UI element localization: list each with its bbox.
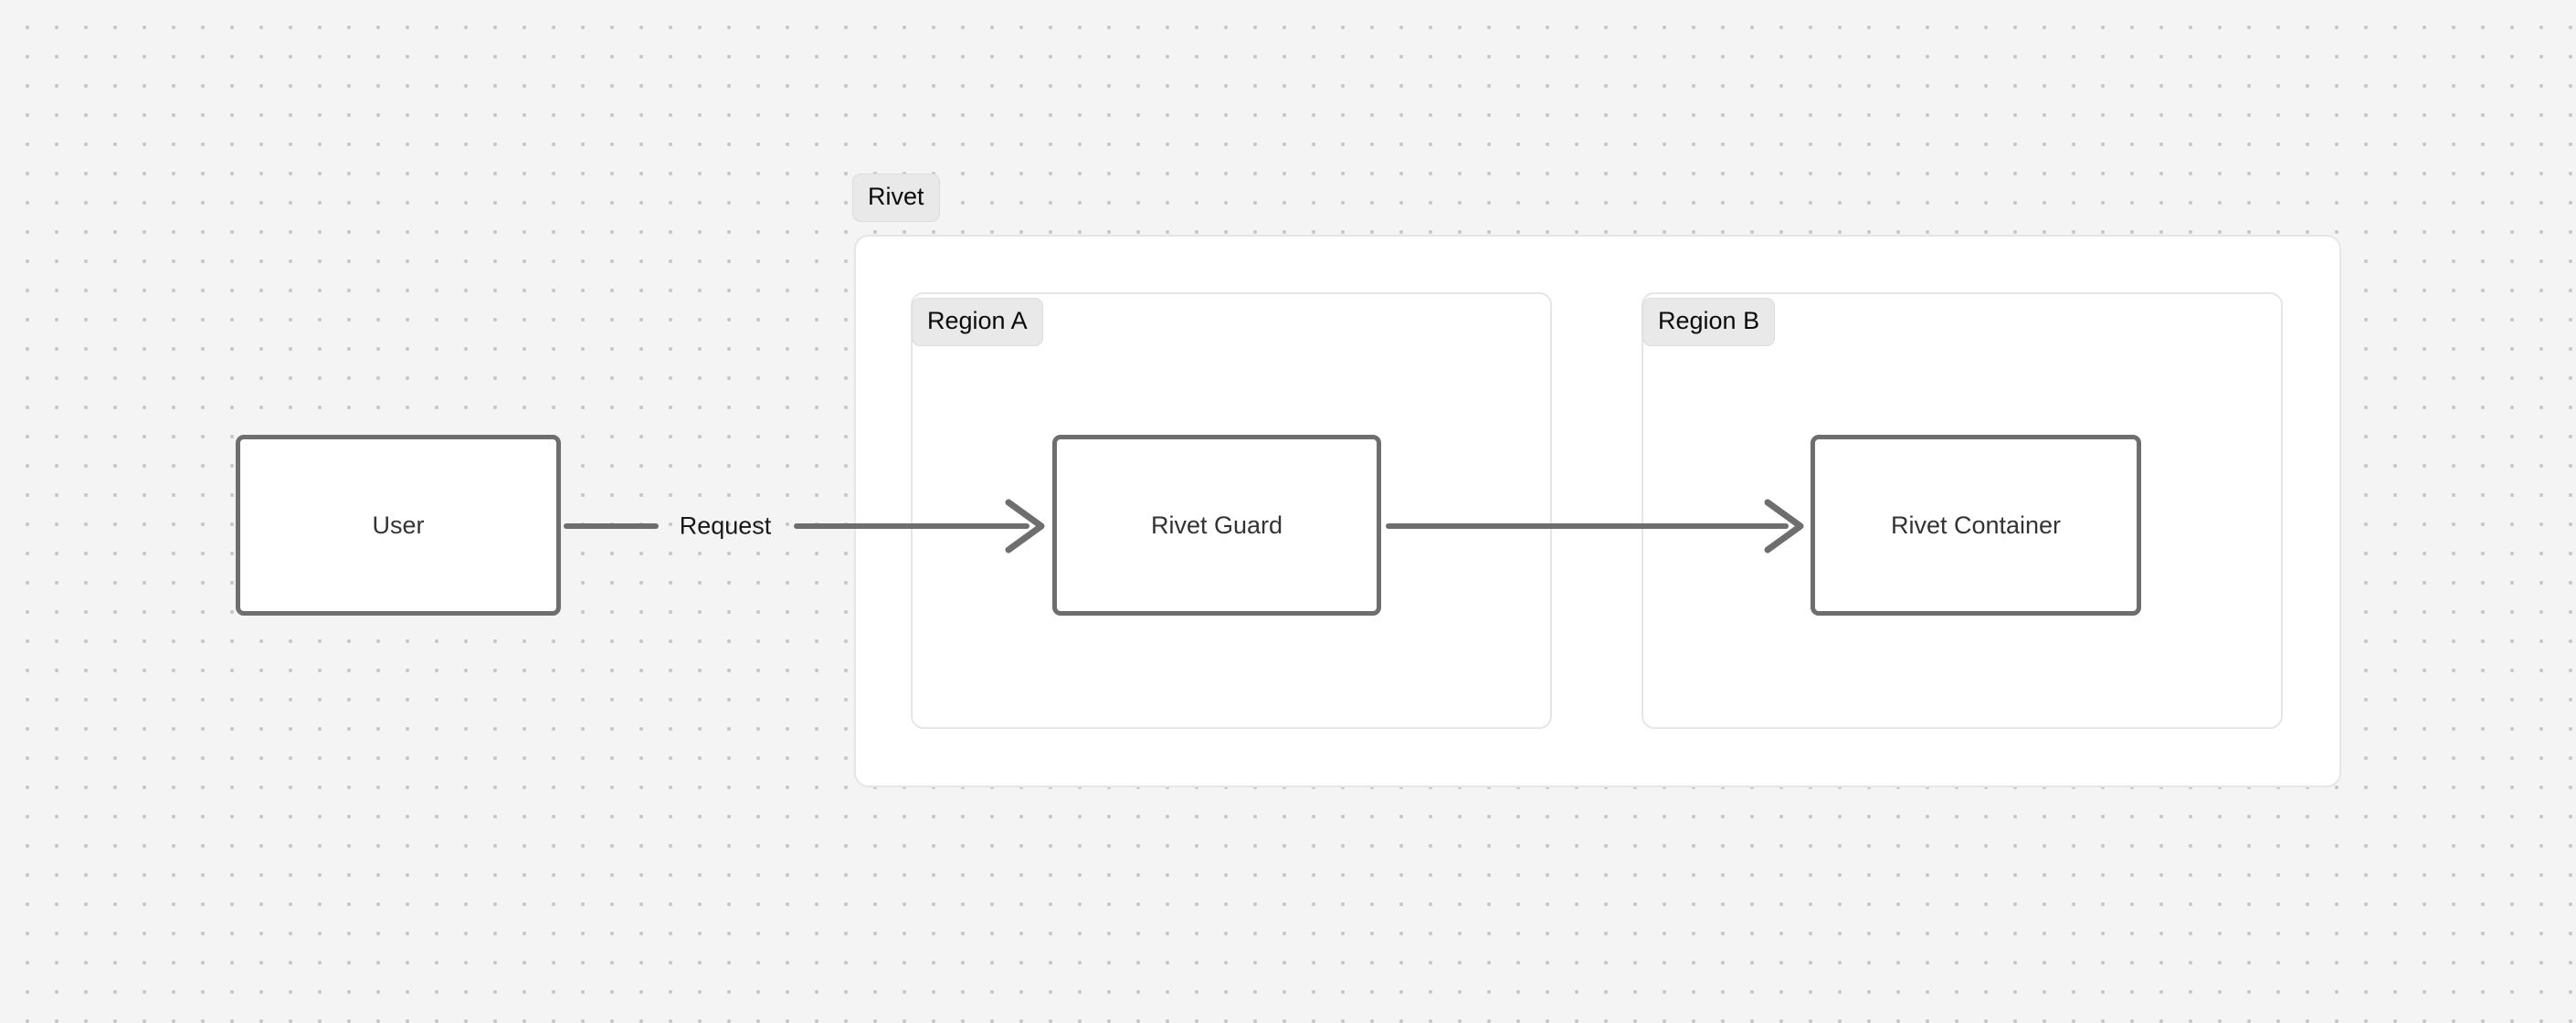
edge-label-request: Request [679,512,772,540]
group-label-region-a[interactable]: Region A [912,298,1043,346]
node-rivet-guard[interactable]: Rivet Guard [1052,435,1381,616]
node-rivet-container[interactable]: Rivet Container [1811,435,2141,616]
group-label-region-b[interactable]: Region B [1642,298,1776,346]
group-label-rivet[interactable]: Rivet [852,174,940,222]
node-user[interactable]: User [236,435,561,616]
